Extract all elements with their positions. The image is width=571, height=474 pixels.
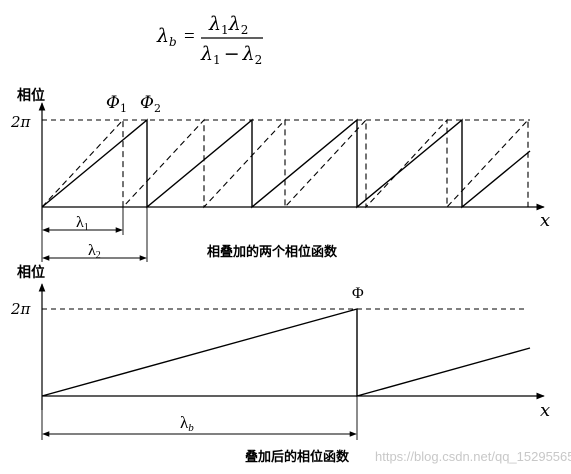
lambda2-main: λ (88, 242, 96, 259)
bottom-ylabel: 相位 (17, 264, 45, 281)
formula: λb = λ1λ2 λ1−λ2 (156, 13, 263, 67)
bottom-caption: 叠加后的相位函数 (245, 449, 350, 465)
top-ytick: 2π (10, 113, 32, 131)
formula-den-op: − (224, 43, 240, 65)
beat-sawtooth (41, 308, 531, 397)
formula-num-a-sub: 1 (221, 23, 229, 37)
phase1-sawtooth (41, 118, 529, 209)
phi2-sub: 2 (154, 102, 161, 115)
lambda1-label: λ1 (76, 214, 89, 233)
phi1-main: Φ (106, 93, 120, 113)
bottom-ytick: 2π (10, 300, 32, 318)
top-ylabel: 相位 (17, 87, 45, 104)
phi-label: Φ (352, 285, 364, 302)
formula-den-b: λ (242, 43, 255, 65)
phase-function-1-dashed (41, 118, 529, 209)
phase2-sawtooth (41, 118, 531, 209)
phase-function-2-solid (41, 118, 531, 209)
lambda2-label: λ2 (88, 242, 101, 261)
formula-num-b-sub: 2 (241, 23, 249, 37)
formula-lhs-sub: b (169, 35, 177, 49)
formula-num-b: λ (228, 13, 241, 35)
bottom-diagram: 相位 x 2π Φ λb 叠加后的相位函数 (10, 264, 550, 465)
formula-den-b-sub: 2 (255, 53, 263, 67)
formula-lhs: λb (156, 25, 177, 49)
lambdab-sub: b (188, 422, 194, 434)
top-caption: 相叠加的两个相位函数 (207, 244, 338, 260)
bottom-xlabel: x (540, 400, 550, 421)
phi1-label: Φ1 (106, 93, 127, 115)
beat-phase-function (41, 308, 531, 397)
top-xlabel: x (540, 210, 550, 231)
formula-den-a-sub: 1 (213, 53, 221, 67)
formula-numerator: λ1λ2 (208, 13, 248, 37)
lambda1-sub: 1 (84, 222, 89, 233)
formula-num-a: λ (208, 13, 221, 35)
lambdab-label: λb (180, 413, 194, 434)
lambda1-main: λ (76, 214, 84, 231)
lambdab-main: λ (180, 413, 189, 432)
formula-equals: = (184, 26, 195, 47)
phi1-sub: 1 (120, 102, 127, 115)
formula-denominator: λ1−λ2 (200, 43, 262, 67)
formula-den-a: λ (200, 43, 213, 65)
formula-lhs-main: λ (156, 25, 169, 47)
phi2-label: Φ2 (140, 93, 161, 115)
lambda2-sub: 2 (96, 250, 101, 261)
watermark: https://blog.csdn.net/qq_15295565 (375, 449, 571, 464)
phi2-main: Φ (140, 93, 154, 113)
top-diagram: 相位 x 2π Φ1 Φ2 λ1 λ2 相叠加的两个相位函数 (10, 87, 550, 262)
